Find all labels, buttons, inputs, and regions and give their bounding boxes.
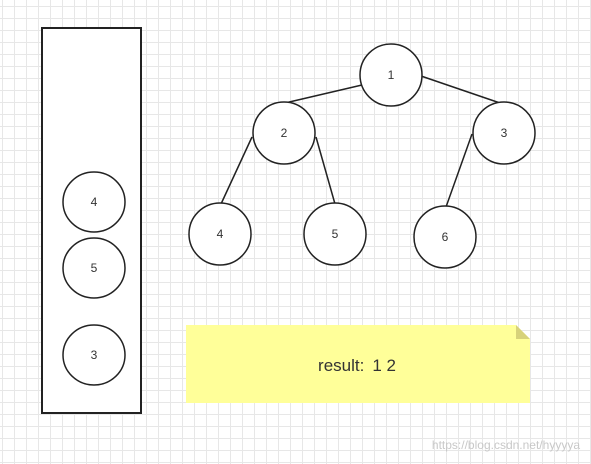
tree-node-label: 2 [281, 126, 288, 140]
tree-node-circle [413, 205, 477, 269]
tree-node-circle [188, 202, 252, 266]
result-text: result: 1 2 [318, 356, 396, 375]
result-label: result: [318, 356, 364, 375]
tree-node-circle [472, 101, 536, 165]
tree-node-3: 3 [472, 101, 536, 165]
stack-item-circle [62, 237, 126, 299]
note-fold [516, 325, 530, 339]
tree-node-circle [252, 101, 316, 165]
watermark: https://blog.csdn.net/hyyyya [432, 438, 580, 452]
tree-edge-3-6 [445, 133, 473, 208]
tree-node-label: 1 [388, 68, 395, 82]
stack-item: 5 [62, 237, 126, 299]
tree-edge-1-2 [284, 84, 363, 104]
tree-node-1: 1 [359, 43, 423, 107]
tree-node-circle [359, 43, 423, 107]
tree-node-label: 3 [501, 126, 508, 140]
tree-node-4: 4 [188, 202, 252, 266]
tree-node-label: 5 [332, 227, 339, 241]
stack-item-circle [62, 324, 126, 386]
tree-node-circle [303, 202, 367, 266]
stack-item-label: 4 [91, 195, 98, 209]
tree-node-6: 6 [413, 205, 477, 269]
stack-item-label: 5 [91, 261, 98, 275]
tree-edge-2-4 [220, 136, 253, 205]
tree-edge-2-5 [315, 136, 336, 205]
tree-node-label: 4 [217, 227, 224, 241]
stack-item: 3 [62, 324, 126, 386]
stack-item-circle [62, 171, 126, 233]
result-value: 1 2 [372, 356, 396, 375]
tree-node-5: 5 [303, 202, 367, 266]
result-note: result: 1 2 [186, 325, 530, 403]
tree-node-2: 2 [252, 101, 316, 165]
tree-edge-1-3 [420, 75, 501, 104]
tree-node-label: 6 [442, 230, 449, 244]
stack-item-label: 3 [91, 348, 98, 362]
stack-item: 4 [62, 171, 126, 233]
note-body [186, 325, 530, 403]
